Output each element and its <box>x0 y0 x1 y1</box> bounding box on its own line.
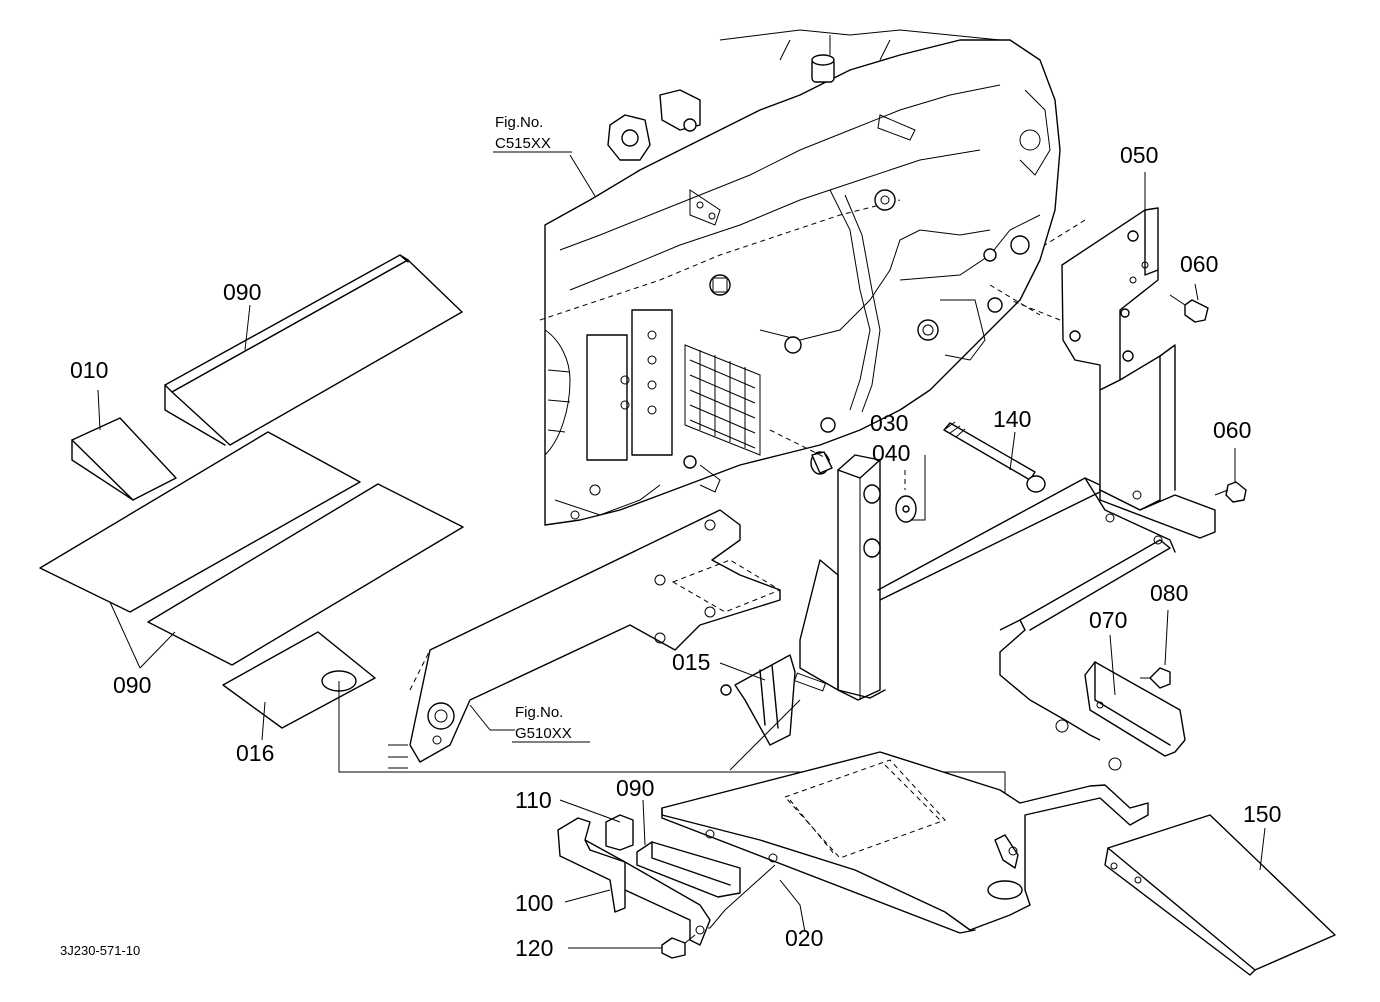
part-100-plate[interactable] <box>636 841 741 898</box>
label-090-bottom[interactable]: 090 <box>113 672 151 698</box>
part-070-cover[interactable] <box>1084 661 1186 757</box>
part-015-bracket[interactable] <box>720 654 827 746</box>
part-080-bolt[interactable] <box>1140 667 1171 689</box>
label-020[interactable]: 020 <box>785 925 823 951</box>
label-060-upper[interactable]: 060 <box>1180 251 1218 277</box>
part-guard-panel[interactable] <box>999 513 1171 741</box>
label-015[interactable]: 015 <box>672 649 710 675</box>
part-010-small-plate[interactable] <box>71 417 177 501</box>
nut-icon-2 <box>1108 757 1122 771</box>
label-150[interactable]: 150 <box>1243 801 1281 827</box>
label-070[interactable]: 070 <box>1089 607 1127 633</box>
ref-c515-line2: C515XX <box>495 135 551 152</box>
label-140[interactable]: 140 <box>993 406 1031 432</box>
part-020-floor-plate[interactable] <box>661 751 1149 934</box>
part-060-bolt-upper[interactable] <box>1169 294 1209 323</box>
part-130-bolt[interactable] <box>661 934 696 959</box>
part-140-bolt[interactable] <box>943 421 1046 493</box>
ref-g510-line2: G510XX <box>515 725 572 742</box>
housing-grille <box>684 344 761 456</box>
ref-g510-line1: Fig.No. <box>515 704 563 721</box>
label-060-lower[interactable]: 060 <box>1213 417 1251 443</box>
reference-labels: Fig.No. C515XX Fig.No. G510XX <box>493 114 590 743</box>
label-110[interactable]: 100 <box>515 890 553 916</box>
label-030[interactable]: 030 <box>870 410 908 436</box>
part-050-bracket[interactable] <box>989 207 1216 539</box>
leader-lines <box>97 154 1266 949</box>
part-030-collar[interactable] <box>810 451 833 475</box>
label-130[interactable]: 120 <box>515 935 553 961</box>
part-110-bracket[interactable] <box>557 817 711 946</box>
frame-beam-ref <box>388 509 782 769</box>
drawing-number: 3J230-571-10 <box>60 943 140 958</box>
part-120-block[interactable] <box>605 814 634 851</box>
part-150-cover[interactable] <box>1104 814 1336 976</box>
part-frame-pillar[interactable] <box>799 454 886 701</box>
nut-icon <box>1055 719 1069 733</box>
part-090-angle-plate[interactable] <box>164 254 463 446</box>
label-080[interactable]: 080 <box>1150 580 1188 606</box>
label-120[interactable]: 110 <box>515 787 552 813</box>
part-number-labels: 090 010 090 016 015 030 040 140 050 060 … <box>70 142 1281 961</box>
part-090-large-plate-a[interactable] <box>39 431 361 613</box>
label-090-top[interactable]: 090 <box>223 279 261 305</box>
label-100[interactable]: 090 <box>616 775 654 801</box>
transmission-housing <box>539 29 1061 526</box>
part-060-bolt-lower[interactable] <box>1214 481 1247 503</box>
label-010[interactable]: 010 <box>70 357 108 383</box>
ref-c515-line1: Fig.No. <box>495 114 543 131</box>
part-040-washer[interactable] <box>895 495 917 523</box>
label-040[interactable]: 040 <box>872 440 910 466</box>
part-090-large-plate-b[interactable] <box>147 483 464 666</box>
label-050[interactable]: 050 <box>1120 142 1158 168</box>
label-016[interactable]: 016 <box>236 740 274 766</box>
